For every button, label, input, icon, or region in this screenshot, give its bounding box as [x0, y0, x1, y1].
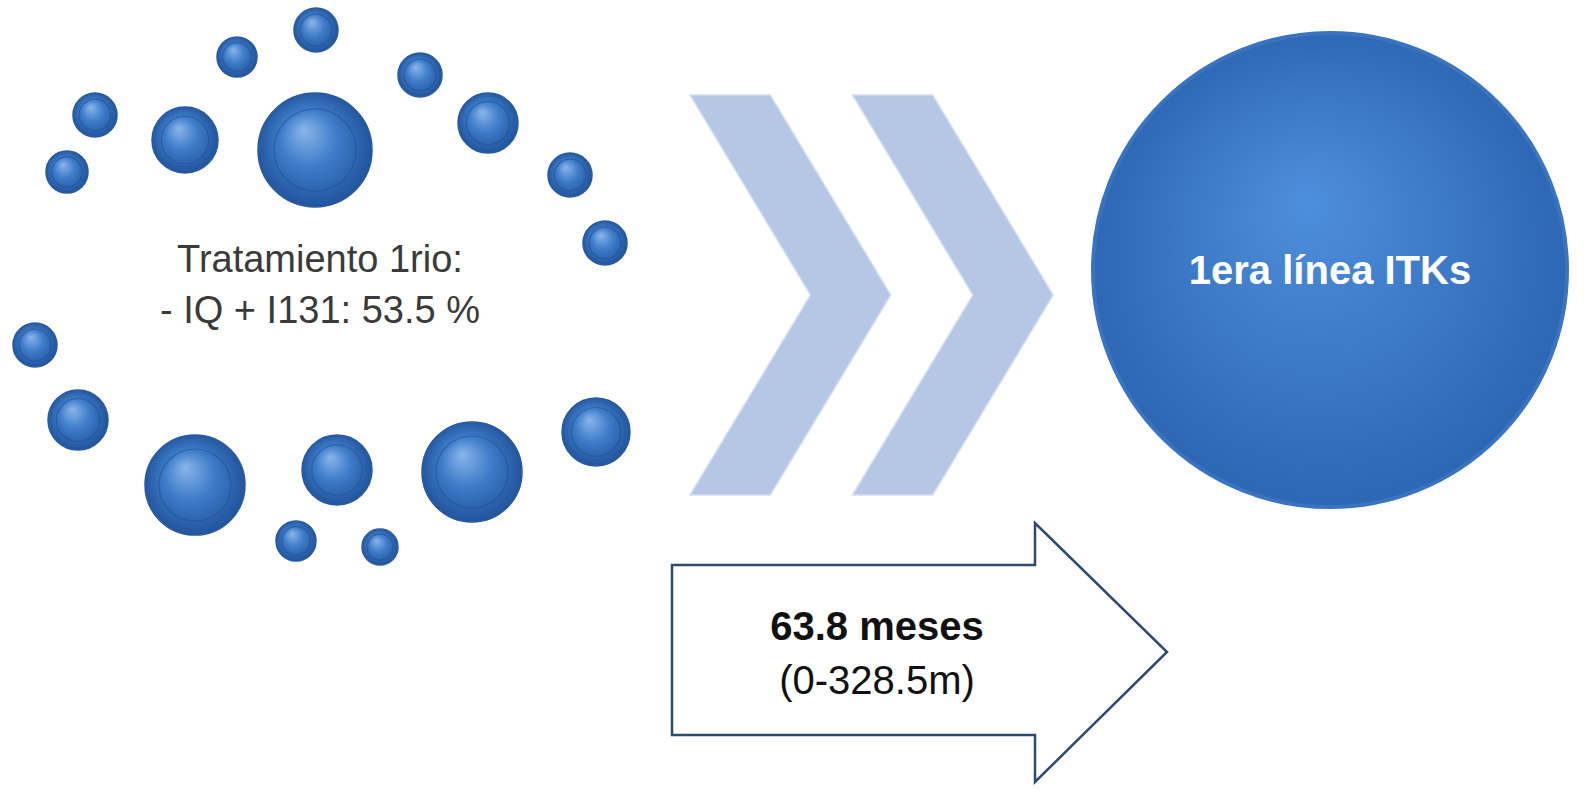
- node-text: Tratamiento 1rio:: [177, 234, 463, 285]
- bubble: [73, 93, 117, 137]
- bubble-group: Tratamiento 1rio:- IQ + I131: 53.5 %: [0, 0, 640, 580]
- node-text: - IQ + I131: 53.5 %: [160, 285, 480, 336]
- bubble: [302, 435, 372, 505]
- node-text: 63.8 meses: [770, 599, 984, 653]
- bubble: [458, 93, 518, 153]
- arrow-outline: [672, 523, 1167, 782]
- bubble: [422, 422, 522, 522]
- node-text: 1era línea ITKs: [1189, 243, 1471, 297]
- chevron: [852, 95, 1053, 495]
- arrow-box: 63.8 meses(0-328.5m): [672, 523, 1167, 782]
- bubble: [294, 8, 338, 52]
- node-text: (0-328.5m): [779, 653, 975, 707]
- bubble: [276, 521, 316, 561]
- bubble: [48, 390, 108, 450]
- bubble: [398, 53, 442, 97]
- circle-node: 1era línea ITKs: [1090, 30, 1570, 510]
- bubble: [362, 529, 398, 565]
- bubble: [258, 93, 372, 207]
- bubble: [217, 37, 257, 77]
- bubble: [152, 107, 218, 173]
- bubble: [548, 153, 592, 197]
- chevron-connector: [690, 95, 1053, 495]
- bubble: [145, 435, 245, 535]
- bubble: [46, 151, 88, 193]
- bubble: [583, 221, 627, 265]
- chevron: [690, 95, 891, 495]
- bubble: [13, 323, 57, 367]
- bubble: [562, 398, 630, 466]
